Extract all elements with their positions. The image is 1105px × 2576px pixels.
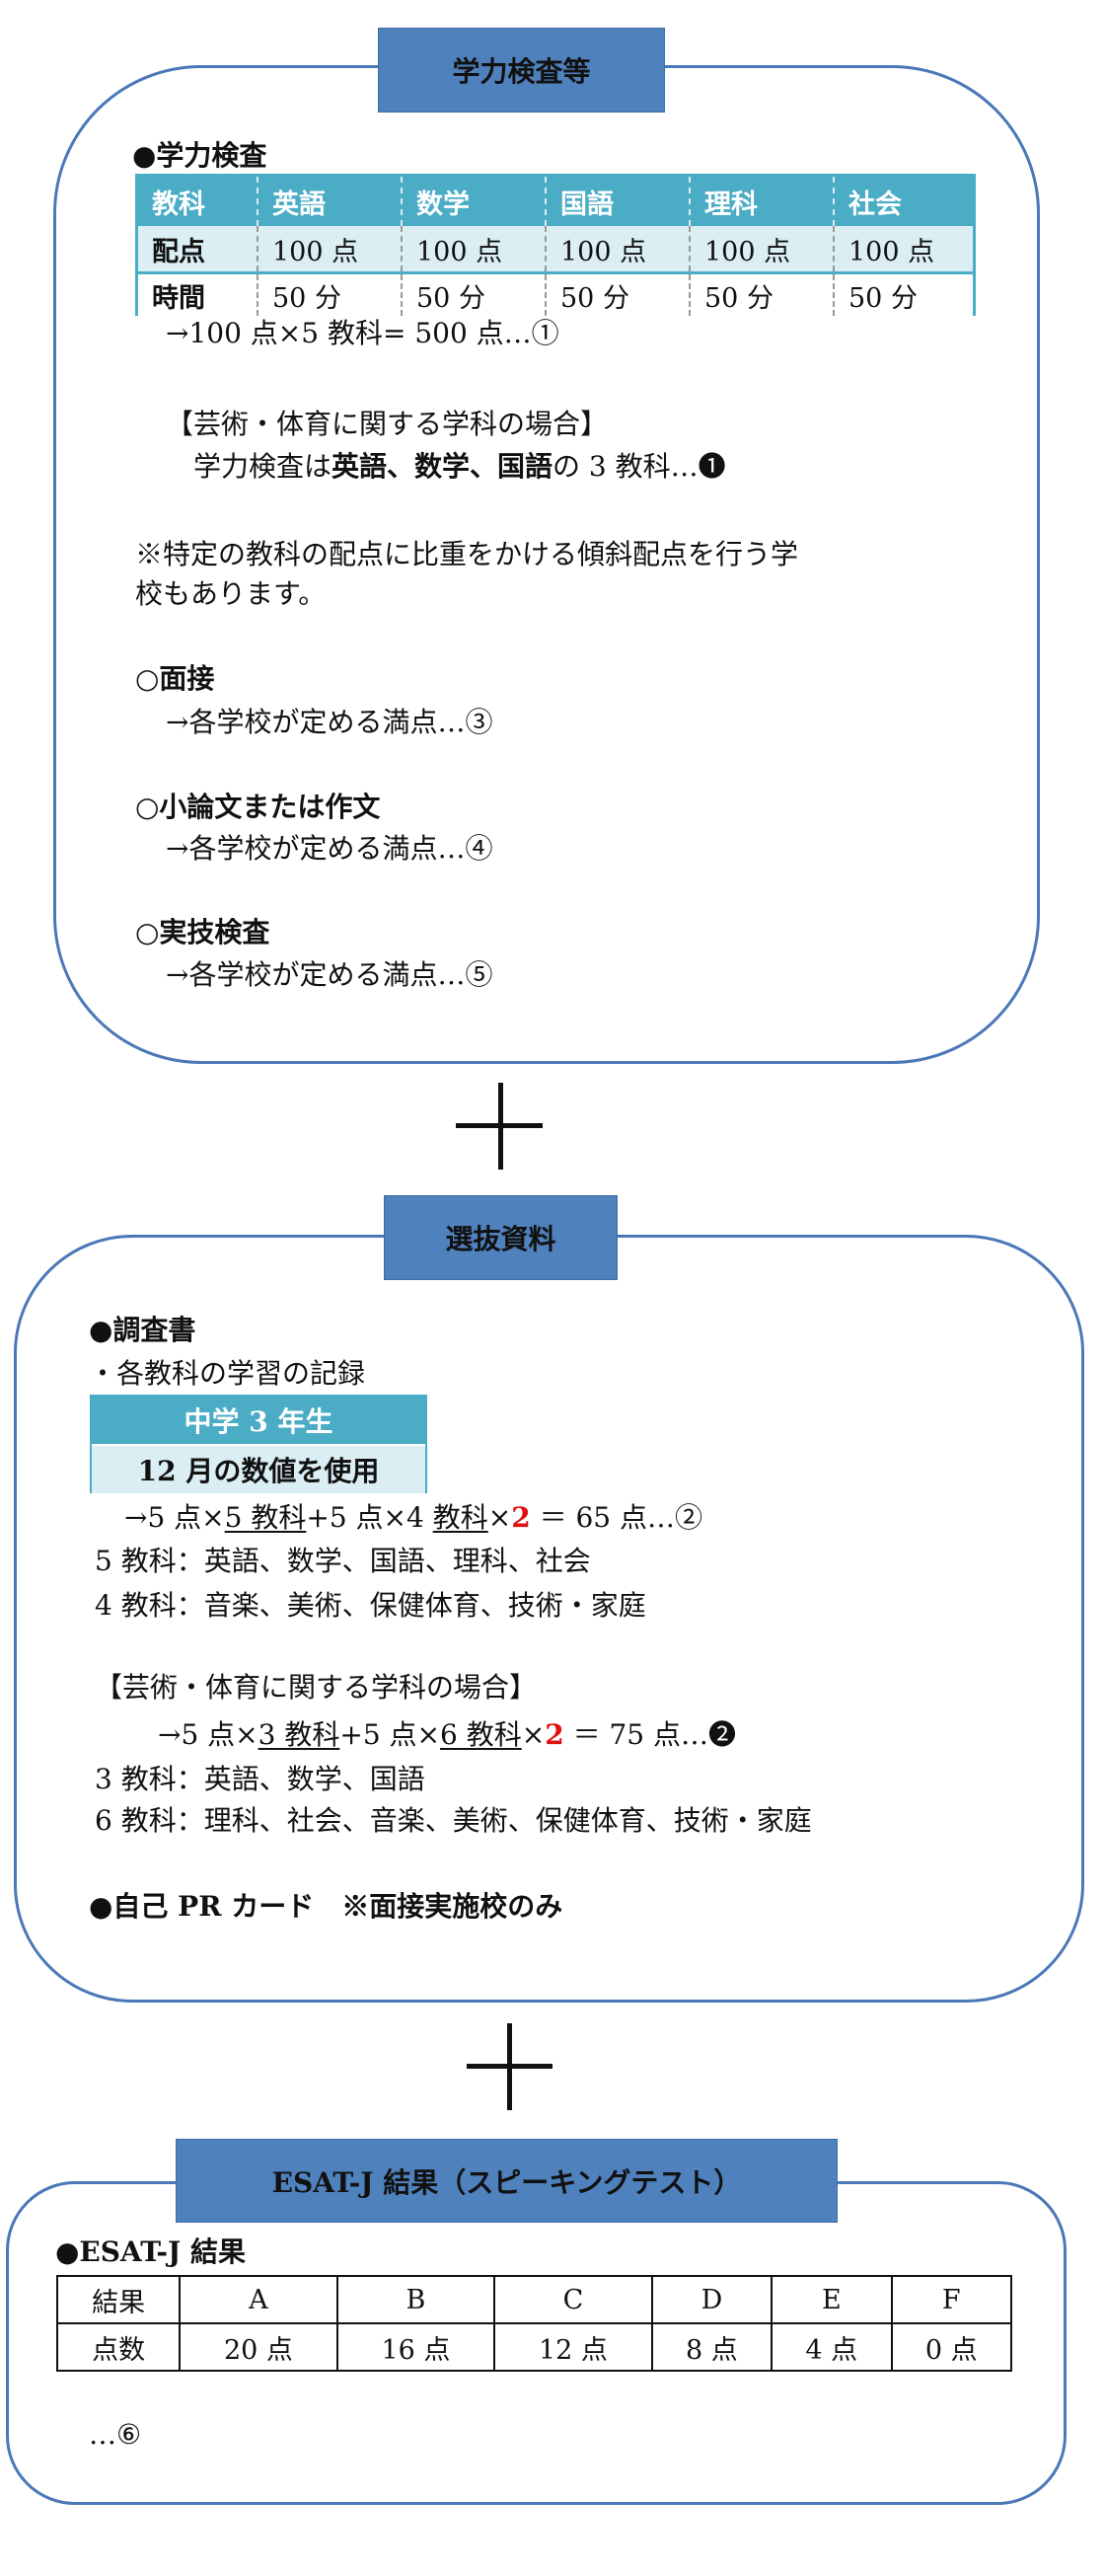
table-header-row: 結果 A B C D E F — [55, 2275, 1013, 2324]
pr-card-line: ●自己 PR カード ※面接実施校のみ — [89, 1890, 563, 1923]
subject-list-3: 3 教科：英語、数学、国語 — [95, 1763, 425, 1795]
table-header-cell: F — [890, 2275, 1013, 2324]
table-cell: 50 分 — [545, 274, 689, 316]
section-frame-selection-materials — [14, 1235, 1084, 2003]
table-header-cell: 結果 — [55, 2275, 182, 2324]
section-title-text: 学力検査等 — [452, 55, 591, 88]
weighted-score-note-cont: 校もあります。 — [135, 577, 327, 610]
subject-list-5: 5 教科：英語、数学、国語、理科、社会 — [95, 1545, 591, 1577]
table-cell: 50 分 — [257, 274, 401, 316]
arts-pe-heading-2: 【芸術・体育に関する学科の場合】 — [95, 1671, 538, 1704]
table-row: 配点 100 点 100 点 100 点 100 点 100 点 — [138, 226, 973, 274]
interview-detail: →各学校が定める満点…③ — [166, 706, 493, 738]
section-title-selection-materials: 選抜資料 — [384, 1195, 618, 1280]
table-header-cell: E — [771, 2275, 893, 2324]
table-cell: 100 点 — [833, 226, 973, 271]
essay-detail: →各学校が定める満点…④ — [166, 832, 493, 865]
academic-total-formula: →100 点×5 教科= 500 点…① — [166, 317, 559, 349]
practical-test-detail: →各学校が定める満点…⑤ — [166, 958, 493, 991]
table-header-cell: 社会 — [833, 177, 973, 226]
table-cell: 100 点 — [401, 226, 545, 271]
table-cell: 配点 — [138, 226, 257, 271]
table-header-cell: B — [335, 2275, 496, 2324]
esat-j-heading: ●ESAT-J 結果 — [55, 2235, 247, 2268]
table-cell: 50 分 — [689, 274, 833, 316]
section-title-text: ESAT-J 結果（スピーキングテスト） — [271, 2165, 742, 2199]
table-cell: 50 分 — [833, 274, 973, 316]
grade-box-sub: 12 月の数値を使用 — [92, 1444, 425, 1493]
table-row: 時間 50 分 50 分 50 分 50 分 50 分 — [138, 274, 973, 316]
report-card-heading: ●調査書 — [89, 1314, 196, 1346]
section-title-academic-test: 学力検査等 — [378, 28, 665, 113]
subject-list-4: 4 教科：音楽、美術、保健体育、技術・家庭 — [95, 1589, 646, 1622]
table-header-cell: C — [493, 2275, 653, 2324]
practical-test-label: ○実技検査 — [135, 916, 270, 948]
report-score-formula: →5 点×5 教科+5 点×4 教科×2 ＝ 65 点…② — [124, 1501, 703, 1534]
table-header-cell: 教科 — [138, 177, 257, 226]
table-cell: 50 分 — [401, 274, 545, 316]
academic-test-table: 教科 英語 数学 国語 理科 社会 配点 100 点 100 点 100 点 1… — [135, 174, 976, 316]
essay-label: ○小論文または作文 — [135, 791, 381, 823]
table-header-cell: A — [179, 2275, 338, 2324]
table-header-cell: 数学 — [401, 177, 545, 226]
esat-j-footer: …⑥ — [89, 2418, 142, 2451]
esat-j-score-table: 結果 A B C D E F 点数 20 点 16 点 12 点 8 点 4 点… — [55, 2275, 1013, 2372]
subject-list-6: 6 教科：理科、社会、音楽、美術、保健体育、技術・家庭 — [95, 1804, 812, 1837]
table-header-cell: 英語 — [257, 177, 401, 226]
table-cell: 時間 — [138, 274, 257, 316]
table-cell: 100 点 — [689, 226, 833, 271]
table-cell: 100 点 — [545, 226, 689, 271]
multiplier: 2 — [545, 1718, 564, 1751]
table-header-row: 教科 英語 数学 国語 理科 社会 — [138, 177, 973, 226]
academic-test-heading: ●学力検査 — [132, 139, 267, 172]
table-cell: 100 点 — [257, 226, 401, 271]
table-row: 点数 20 点 16 点 12 点 8 点 4 点 0 点 — [55, 2322, 1013, 2372]
section-title-esat-j: ESAT-J 結果（スピーキングテスト） — [176, 2139, 838, 2223]
table-cell: 点数 — [55, 2322, 182, 2372]
grade-box-head: 中学 3 年生 — [92, 1397, 425, 1444]
table-header-cell: 理科 — [689, 177, 833, 226]
grade-box: 中学 3 年生 12 月の数値を使用 — [90, 1395, 427, 1493]
table-header-cell: 国語 — [545, 177, 689, 226]
section-title-text: 選抜資料 — [445, 1223, 556, 1255]
table-cell: 20 点 — [179, 2322, 338, 2372]
filled-circle-1-icon: ❶ — [698, 450, 726, 483]
multiplier: 2 — [511, 1501, 531, 1534]
table-header-cell: D — [650, 2275, 774, 2324]
arts-pe-score-formula: →5 点×3 教科+5 点×6 教科×2 ＝ 75 点…❷ — [158, 1718, 737, 1751]
table-cell: 0 点 — [890, 2322, 1013, 2372]
arts-pe-heading: 【芸術・体育に関する学科の場合】 — [166, 408, 609, 440]
weighted-score-note: ※特定の教科の配点に比重をかける傾斜配点を行う学 — [135, 538, 799, 570]
report-card-sub: ・各教科の学習の記録 — [89, 1357, 366, 1390]
filled-circle-2-icon: ❷ — [708, 1718, 737, 1751]
table-cell: 8 点 — [650, 2322, 774, 2372]
arts-pe-subjects-line: 学力検査は英語、数学、国語の 3 教科…❶ — [193, 450, 726, 483]
interview-label: ○面接 — [135, 662, 215, 695]
table-cell: 4 点 — [771, 2322, 893, 2372]
table-cell: 12 点 — [493, 2322, 653, 2372]
table-cell: 16 点 — [335, 2322, 496, 2372]
